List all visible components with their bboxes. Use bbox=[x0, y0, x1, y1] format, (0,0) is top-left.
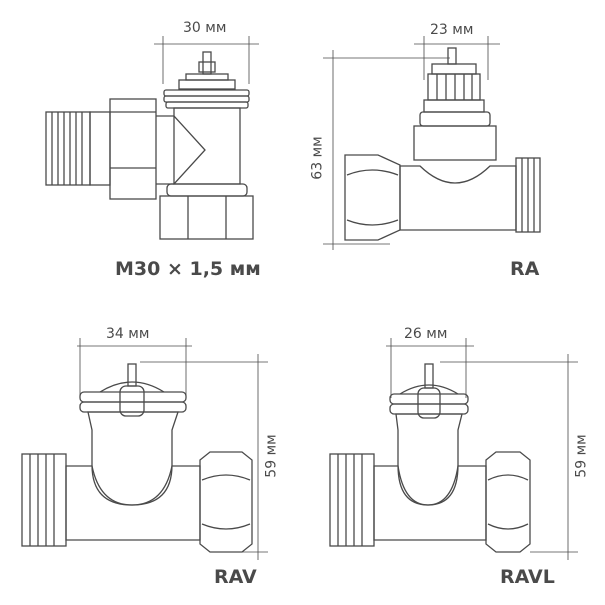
width-dimension-ravl: 26 мм bbox=[404, 326, 448, 342]
model-label-m30: M30 × 1,5 мм bbox=[115, 258, 261, 280]
valve-rav-drawing bbox=[21, 338, 268, 560]
valve-m30-drawing bbox=[45, 36, 259, 240]
height-dimension-ravl: 59 мм bbox=[573, 434, 590, 478]
width-dimension-rav: 34 мм bbox=[106, 326, 150, 342]
valve-ravl-drawing bbox=[329, 338, 578, 560]
width-dimension-ra: 23 мм bbox=[430, 22, 474, 38]
width-dimension-m30: 30 мм bbox=[183, 20, 227, 36]
model-label-rav: RAV bbox=[214, 566, 257, 588]
height-dimension-rav: 59 мм bbox=[263, 434, 280, 478]
model-label-ra: RA bbox=[510, 258, 540, 280]
valve-ra-drawing bbox=[323, 36, 541, 250]
model-label-ravl: RAVL bbox=[500, 566, 555, 588]
height-dimension-ra: 63 мм bbox=[309, 136, 326, 180]
